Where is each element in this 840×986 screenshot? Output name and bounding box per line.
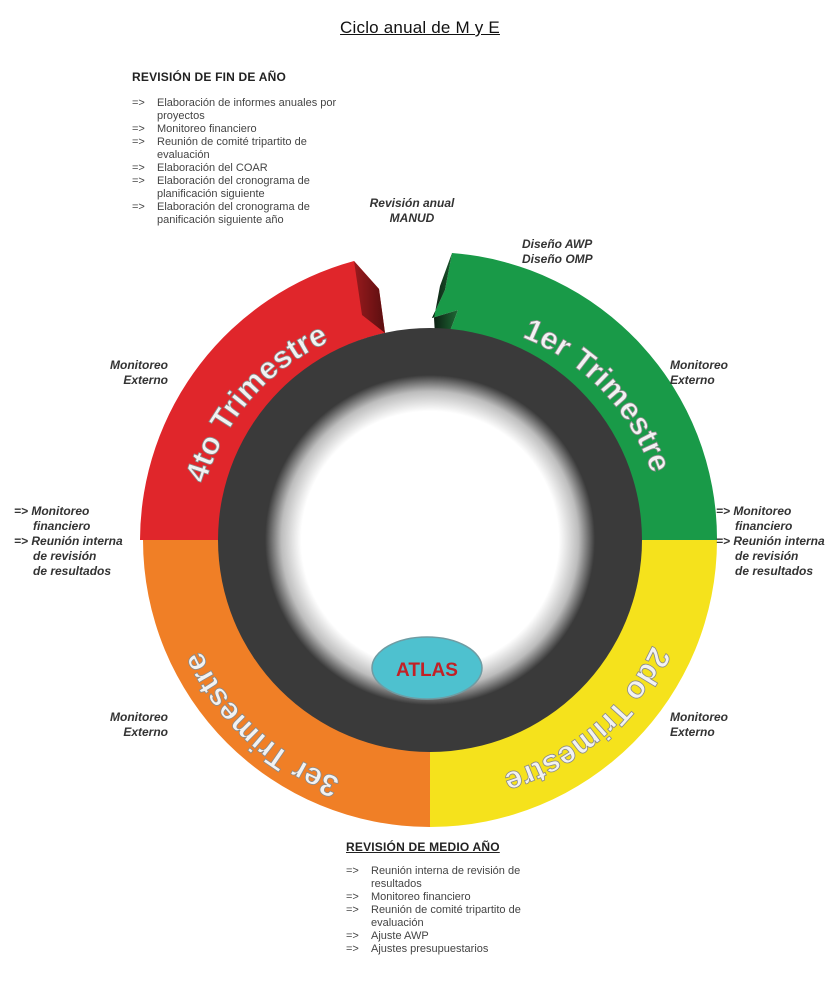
diagram-title: Ciclo anual de M y E bbox=[340, 18, 500, 37]
annual-review-line1: Revisión anual bbox=[369, 196, 455, 210]
bullet-arrow: => bbox=[132, 162, 145, 174]
external-monitoring-q2: Monitoreo Externo bbox=[670, 710, 770, 740]
side-note-left-line3: => Reunión interna bbox=[14, 534, 123, 548]
end-of-year-item: => Elaboración del cronograma de panifica… bbox=[132, 201, 362, 227]
end-of-year-item: => Elaboración de informes anuales por pr… bbox=[132, 97, 362, 123]
mid-year-item-text: Monitoreo financiero bbox=[371, 891, 471, 903]
end-of-year-item-text: Reunión de comité tripartito de evaluaci… bbox=[157, 136, 307, 161]
side-note-right: => Monitoreo financiero => Reunión inter… bbox=[716, 504, 840, 579]
mid-year-item: => Reunión interna de revisión de resulta… bbox=[346, 865, 566, 891]
atlas-label: ATLAS bbox=[396, 660, 458, 681]
bullet-arrow: => bbox=[346, 930, 359, 942]
external-monitoring-q3-line2: Externo bbox=[123, 725, 168, 739]
end-of-year-item-text: Elaboración del COAR bbox=[157, 162, 268, 174]
design-label: Diseño AWP Diseño OMP bbox=[522, 237, 632, 267]
quarter-4-bevel bbox=[354, 261, 385, 333]
end-of-year-block: REVISIÓN DE FIN DE AÑO => Elaboración de … bbox=[132, 70, 362, 227]
end-of-year-item: => Monitoreo financiero bbox=[132, 123, 362, 136]
side-note-right-line4: de revisión bbox=[735, 549, 799, 563]
end-of-year-heading: REVISIÓN DE FIN DE AÑO bbox=[132, 70, 286, 84]
external-monitoring-q2-line2: Externo bbox=[670, 725, 715, 739]
annual-review-label: Revisión anual MANUD bbox=[352, 196, 472, 226]
mid-year-item-text: Reunión interna de revisión de resultado… bbox=[371, 865, 521, 890]
external-monitoring-q4-line1: Monitoreo bbox=[110, 358, 168, 372]
external-monitoring-q2-line1: Monitoreo bbox=[670, 710, 728, 724]
mid-year-list: => Reunión interna de revisión de resulta… bbox=[346, 865, 566, 956]
side-note-left: => Monitoreo financiero => Reunión inter… bbox=[14, 504, 154, 579]
mid-year-item: => Ajuste AWP bbox=[346, 930, 566, 943]
design-line1: Diseño AWP bbox=[522, 237, 593, 251]
bullet-arrow: => bbox=[132, 123, 145, 135]
external-monitoring-q1-line1: Monitoreo bbox=[670, 358, 728, 372]
quarter-1-bevel bbox=[432, 253, 458, 352]
external-monitoring-q1-line2: Externo bbox=[670, 373, 715, 387]
end-of-year-item-text: Elaboración de informes anuales por proy… bbox=[157, 97, 337, 122]
end-of-year-item: => Elaboración del cronograma de planific… bbox=[132, 175, 362, 201]
quarter-3-segment bbox=[143, 540, 430, 827]
external-monitoring-q4-line2: Externo bbox=[123, 373, 168, 387]
end-of-year-item-text: Elaboración del cronograma de planificac… bbox=[157, 175, 310, 200]
mid-year-item-text: Reunión de comité tripartito de evaluaci… bbox=[371, 904, 521, 929]
external-monitoring-q4: Monitoreo Externo bbox=[70, 358, 168, 388]
end-of-year-item-text: Monitoreo financiero bbox=[157, 123, 257, 135]
bullet-arrow: => bbox=[346, 943, 359, 955]
bullet-arrow: => bbox=[346, 904, 359, 916]
mid-year-item: => Monitoreo financiero bbox=[346, 891, 566, 904]
side-note-right-line2: financiero bbox=[735, 519, 793, 533]
side-note-left-line2: financiero bbox=[33, 519, 91, 533]
side-note-right-line5: de resultados bbox=[735, 564, 814, 578]
quarter-2-segment bbox=[430, 540, 717, 827]
side-note-right-line1: => Monitoreo bbox=[716, 504, 792, 518]
side-note-right-line3: => Reunión interna bbox=[716, 534, 825, 548]
end-of-year-item-text: Elaboración del cronograma de panificaci… bbox=[157, 201, 310, 226]
mid-year-item: => Ajustes presupuestarios bbox=[346, 943, 566, 956]
end-of-year-item: => Reunión de comité tripartito de evalua… bbox=[132, 136, 362, 162]
mid-year-block: REVISIÓN DE MEDIO AÑO => Reunión interna … bbox=[346, 840, 566, 956]
ring-inner-shadow bbox=[218, 328, 642, 752]
mid-year-item-text: Ajustes presupuestarios bbox=[371, 943, 489, 955]
bullet-arrow: => bbox=[132, 97, 145, 109]
side-note-left-line4: de revisión bbox=[33, 549, 97, 563]
quarter-1-segment bbox=[432, 253, 718, 540]
side-note-left-line1: => Monitoreo bbox=[14, 504, 90, 518]
quarter-4-segment bbox=[140, 261, 385, 540]
mid-year-heading: REVISIÓN DE MEDIO AÑO bbox=[346, 840, 500, 854]
bullet-arrow: => bbox=[132, 175, 145, 187]
mid-year-item: => Reunión de comité tripartito de evalua… bbox=[346, 904, 566, 930]
bullet-arrow: => bbox=[346, 891, 359, 903]
bullet-arrow: => bbox=[132, 136, 145, 148]
mid-year-item-text: Ajuste AWP bbox=[371, 930, 429, 942]
end-of-year-list: => Elaboración de informes anuales por pr… bbox=[132, 97, 362, 227]
external-monitoring-q3: Monitoreo Externo bbox=[70, 710, 168, 740]
end-of-year-item: => Elaboración del COAR bbox=[132, 162, 362, 175]
design-line2: Diseño OMP bbox=[522, 252, 593, 266]
bullet-arrow: => bbox=[346, 865, 359, 877]
bullet-arrow: => bbox=[132, 201, 145, 213]
side-note-left-line5: de resultados bbox=[33, 564, 112, 578]
annual-review-line2: MANUD bbox=[389, 211, 435, 225]
external-monitoring-q1: Monitoreo Externo bbox=[670, 358, 770, 388]
atlas-badge bbox=[371, 636, 483, 700]
external-monitoring-q3-line1: Monitoreo bbox=[110, 710, 168, 724]
